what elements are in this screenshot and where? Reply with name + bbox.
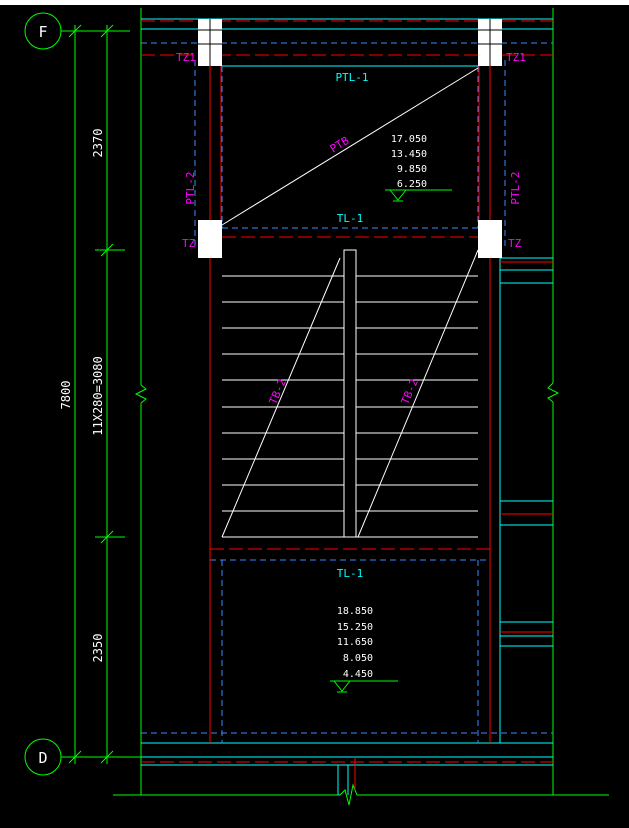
elevation-lower-5: 4.450 — [343, 669, 373, 680]
label-tl1-top: TL-1 — [337, 212, 364, 225]
stair-treads — [222, 275, 478, 512]
flight-diagonal-right — [357, 249, 479, 538]
top-window-strip — [0, 0, 629, 5]
dimension-middle: 11X280=3080 — [91, 356, 105, 435]
elevation-lower-2: 15.250 — [337, 622, 373, 633]
label-ptl2-left: PTL-2 — [184, 171, 197, 204]
label-tb-left: TB-2 — [267, 377, 289, 406]
elevation-upper-2: 13.450 — [391, 149, 427, 160]
elevation-upper-3: 9.850 — [397, 164, 427, 175]
label-ptl2-right: PTL-2 — [509, 171, 522, 204]
label-tz-right: TZ — [508, 237, 522, 250]
elevation-lower-4: 8.050 — [343, 653, 373, 664]
label-tb-right: TB-2 — [399, 377, 421, 406]
label-tl1-bottom: TL-1 — [337, 567, 364, 580]
label-tz1-right: TZ1 — [506, 51, 526, 64]
elevation-upper-1: 17.050 — [391, 134, 427, 145]
dimension-total: 7800 — [59, 381, 73, 410]
axis-label-d: D — [38, 749, 47, 767]
column-tz-right — [478, 220, 502, 258]
label-ptb: PTB — [328, 134, 352, 156]
elevation-lower-3: 11.650 — [337, 637, 373, 648]
elevation-lower-1: 18.850 — [337, 606, 373, 617]
column-tz-left — [198, 220, 222, 258]
axis-label-f: F — [38, 23, 47, 41]
label-ptl1: PTL-1 — [335, 71, 368, 84]
dimension-lower: 2350 — [91, 634, 105, 663]
dimension-upper: 2370 — [91, 129, 105, 158]
label-tz1-left: TZ1 — [176, 51, 196, 64]
platform-slab-diagonal — [221, 67, 479, 226]
flight-diagonal-left — [221, 257, 341, 538]
label-tz-left: TZ — [182, 237, 196, 250]
elevation-upper-4: 6.250 — [397, 179, 427, 190]
stair-well — [343, 249, 357, 538]
